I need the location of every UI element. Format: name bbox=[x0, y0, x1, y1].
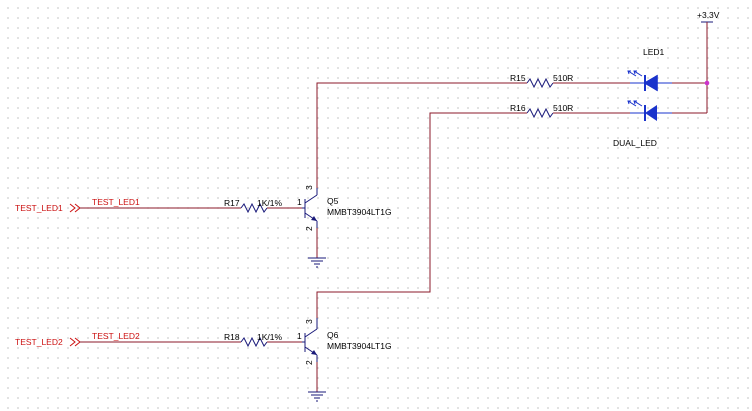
transistor-q6 bbox=[302, 318, 318, 362]
port-arrow-icon bbox=[69, 337, 81, 347]
led2-ref: DUAL_LED bbox=[613, 138, 657, 148]
r17-ref: R17 bbox=[224, 198, 240, 208]
q5-pin-emitter: 2 bbox=[304, 226, 314, 231]
resistor-r17 bbox=[240, 202, 268, 214]
r16-value: 510R bbox=[553, 103, 573, 113]
resistor-r16 bbox=[526, 107, 554, 119]
r17-value: 1K/1% bbox=[257, 198, 282, 208]
ground-icon bbox=[308, 257, 326, 268]
led1-diode bbox=[627, 70, 672, 92]
resistor-r15 bbox=[526, 77, 554, 89]
q6-pin-base: 1 bbox=[297, 331, 302, 341]
port-test-led2: TEST_LED2 bbox=[15, 337, 63, 347]
net-label-test-led2: TEST_LED2 bbox=[92, 331, 140, 341]
led1-ref: LED1 bbox=[643, 47, 665, 57]
q5-pin-base: 1 bbox=[297, 197, 302, 207]
junction-dot bbox=[704, 80, 710, 86]
wire-q6-collector bbox=[316, 112, 527, 318]
r16-ref: R16 bbox=[510, 103, 526, 113]
r15-value: 510R bbox=[553, 73, 573, 83]
port-arrow-icon bbox=[69, 203, 81, 213]
transistor-q5 bbox=[302, 188, 318, 228]
power-symbol-3v3: +3.3V bbox=[697, 10, 720, 83]
q6-pin-emitter: 2 bbox=[304, 360, 314, 365]
wire-q5-collector bbox=[316, 82, 527, 188]
led2-diode bbox=[627, 100, 672, 121]
q6-ref: Q6 bbox=[327, 330, 339, 340]
resistor-r18 bbox=[240, 336, 268, 348]
q5-ref: Q5 bbox=[327, 196, 339, 206]
r15-ref: R15 bbox=[510, 73, 526, 83]
r18-value: 1K/1% bbox=[257, 332, 282, 342]
q6-pin-collector: 3 bbox=[304, 319, 314, 324]
q6-part: MMBT3904LT1G bbox=[327, 341, 392, 351]
net-label-test-led1: TEST_LED1 bbox=[92, 197, 140, 207]
power-label: +3.3V bbox=[697, 10, 720, 20]
q5-part: MMBT3904LT1G bbox=[327, 207, 392, 217]
r18-ref: R18 bbox=[224, 332, 240, 342]
ground-icon bbox=[308, 391, 326, 402]
port-test-led1: TEST_LED1 bbox=[15, 203, 63, 213]
q5-pin-collector: 3 bbox=[304, 185, 314, 190]
